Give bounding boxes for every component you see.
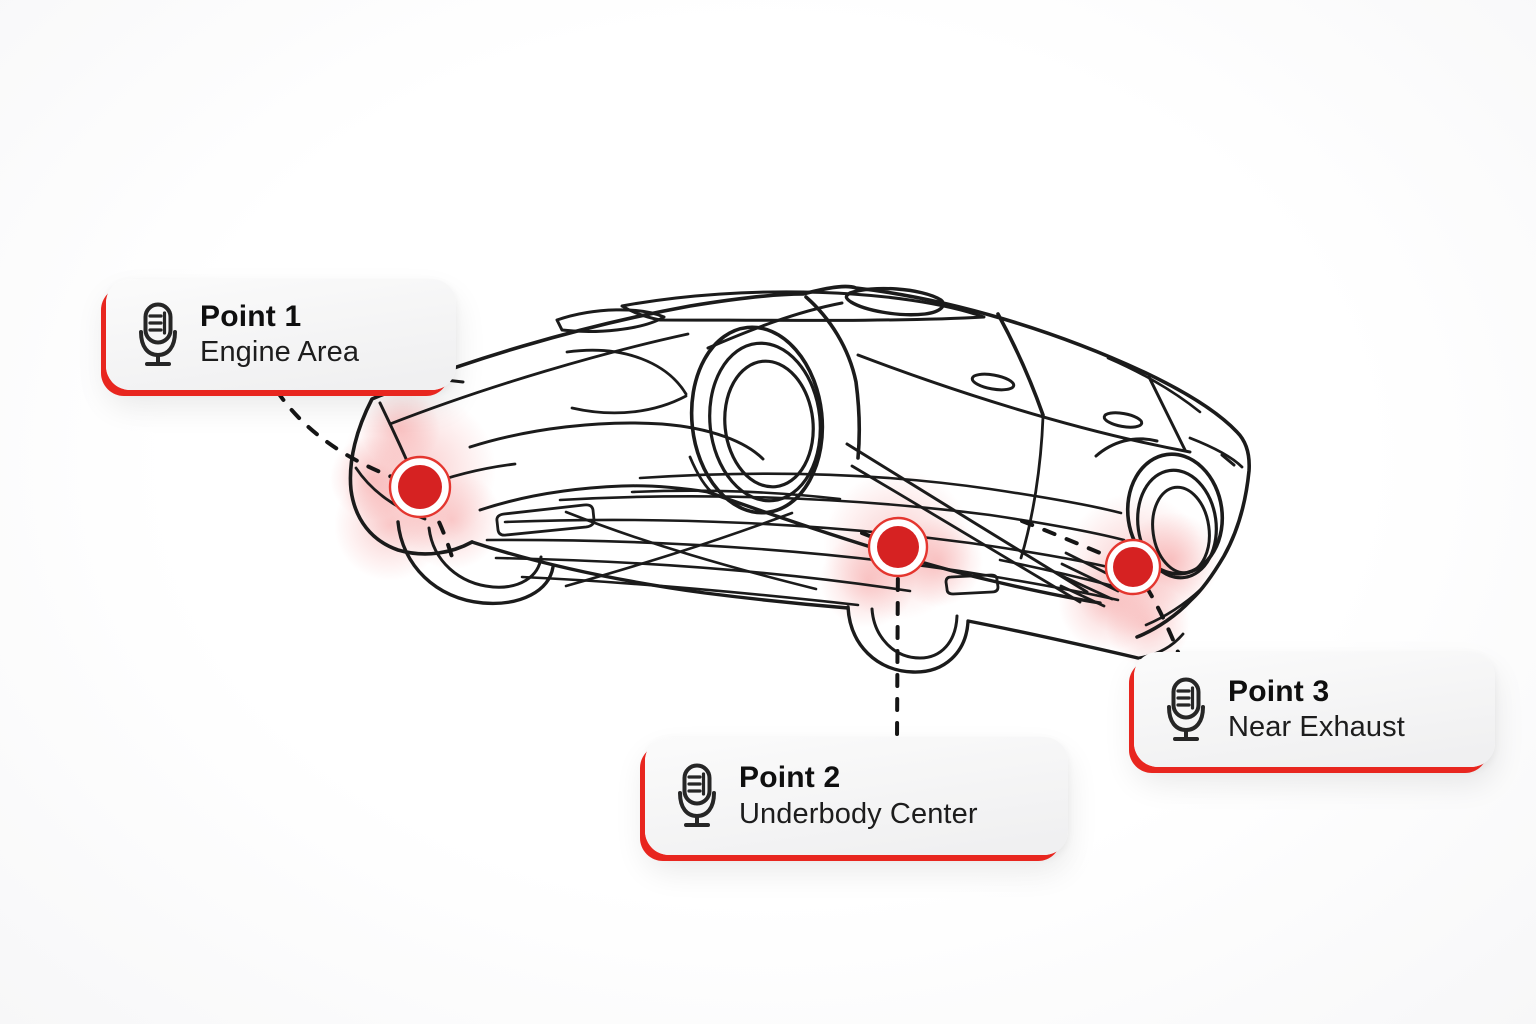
measurement-point-2-marker xyxy=(867,516,929,578)
point-title: Point 1 xyxy=(200,299,302,333)
c-pillar xyxy=(1147,375,1187,452)
point-subtitle: Underbody Center xyxy=(739,797,978,830)
underbody-seams xyxy=(485,472,1127,607)
point-subtitle: Engine Area xyxy=(200,336,360,369)
measurement-markers xyxy=(388,455,1162,596)
door-seam xyxy=(1019,415,1045,560)
microphone-icon xyxy=(139,302,177,366)
microphone-icon xyxy=(678,763,716,827)
point-1-text: Point 1 Engine Area xyxy=(200,299,359,371)
measurement-point-3-marker xyxy=(1104,538,1162,596)
muffler-panel xyxy=(944,573,1000,596)
measurement-point-1-marker xyxy=(388,455,452,519)
point-3-card: Point 3 Near Exhaust xyxy=(1134,652,1495,767)
point-2-text: Point 2 Underbody Center xyxy=(739,760,978,832)
point-title: Point 2 xyxy=(739,761,841,795)
front-left-wheel xyxy=(396,520,555,606)
roof-window xyxy=(844,286,945,317)
rear-left-wheel xyxy=(846,605,970,674)
point-title: Point 3 xyxy=(1228,674,1330,708)
point-1-card: Point 1 Engine Area xyxy=(106,279,456,390)
tail-lamp-tick xyxy=(1220,453,1236,467)
beltline xyxy=(856,353,1192,454)
a-pillar xyxy=(804,295,862,460)
rear-wheel xyxy=(1125,452,1225,580)
connector-point-2 xyxy=(895,553,900,742)
point-3-text: Point 3 Near Exhaust xyxy=(1228,674,1405,746)
point-subtitle: Near Exhaust xyxy=(1228,711,1405,744)
car-body-outline xyxy=(348,284,1251,639)
point-2-card: Point 2 Underbody Center xyxy=(645,737,1068,855)
door-handle-front xyxy=(970,372,1016,392)
underbody-panel xyxy=(495,503,596,537)
cowl-shape xyxy=(620,290,986,322)
door-handle-rear xyxy=(1102,411,1144,429)
headlight-shape xyxy=(555,308,666,333)
b-pillar xyxy=(996,312,1045,417)
microphone-icon xyxy=(1167,677,1205,741)
